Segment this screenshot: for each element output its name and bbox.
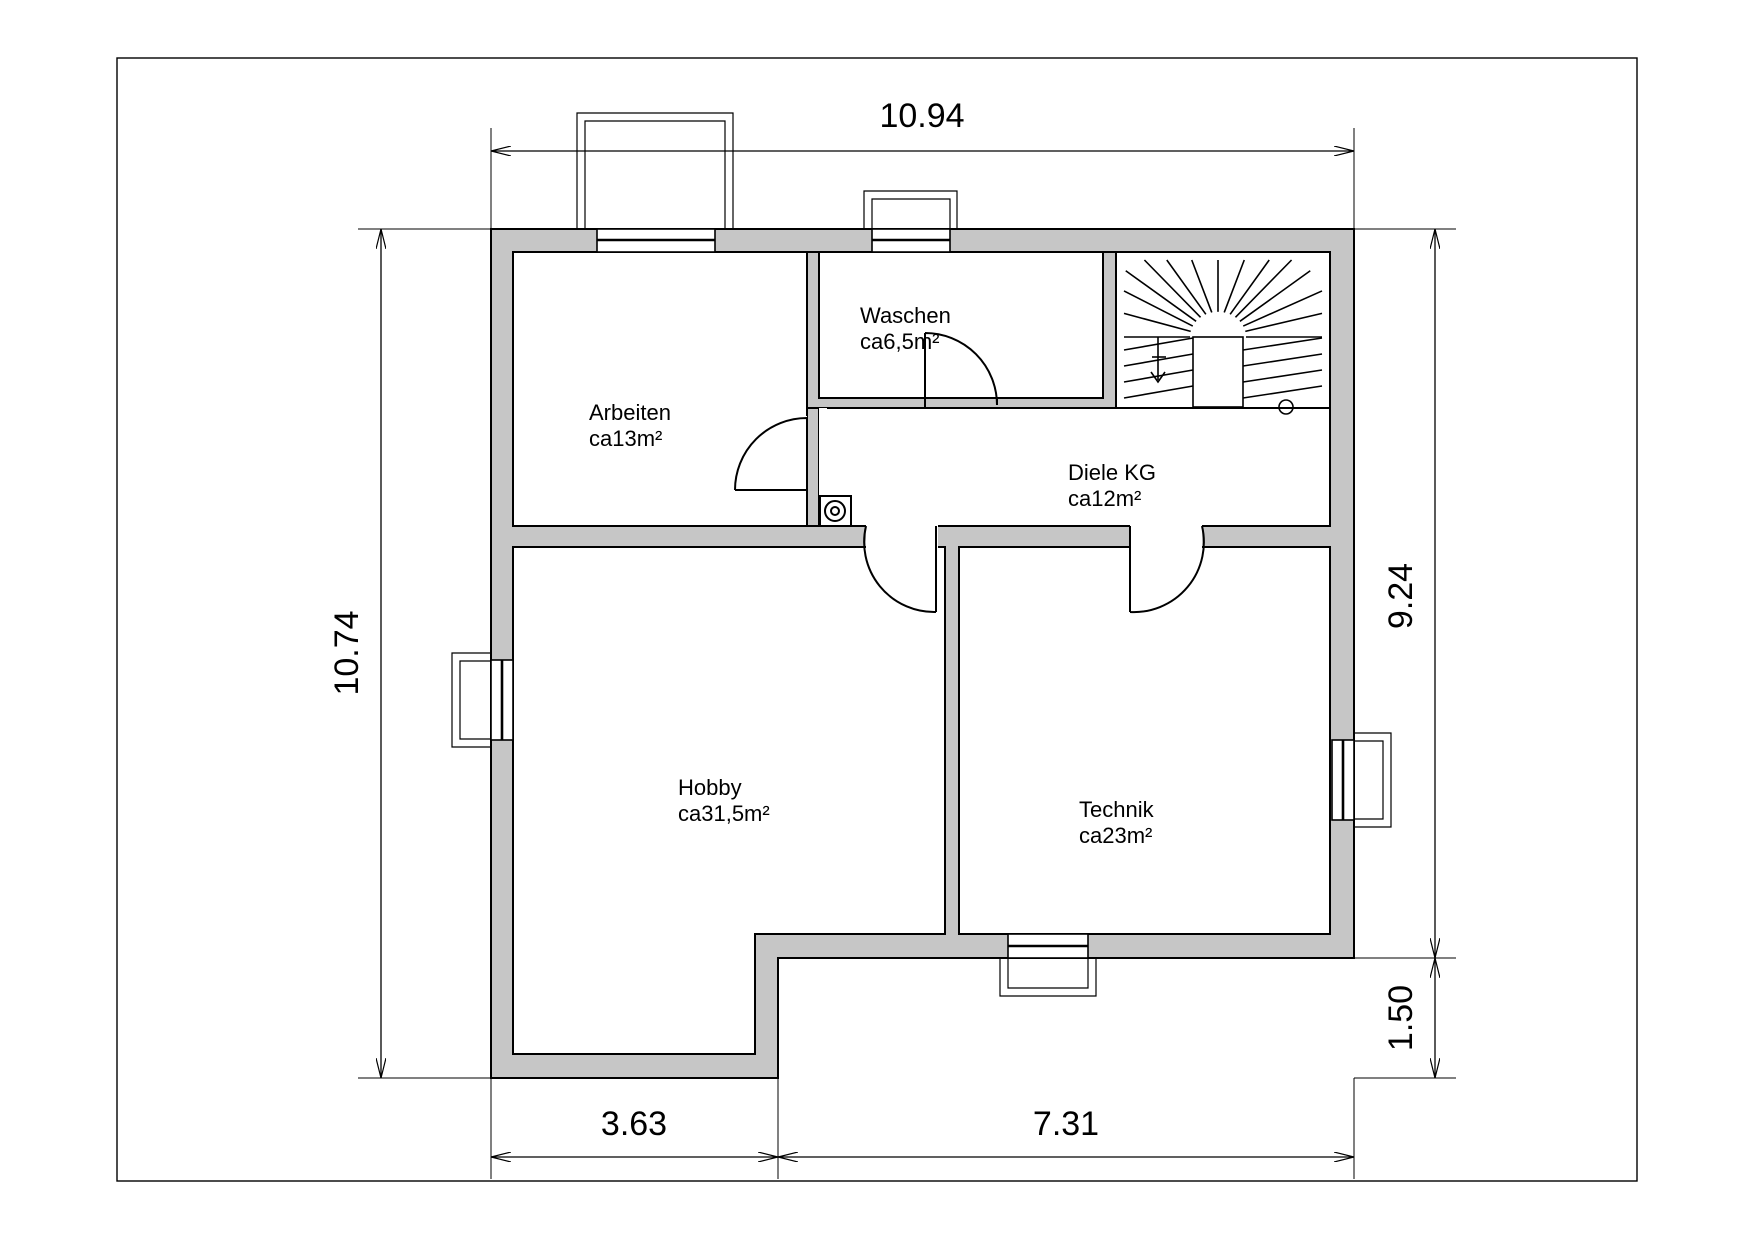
window-sill-top-arbeiten bbox=[576, 112, 734, 229]
dim-left-total: 10.74 bbox=[328, 610, 366, 695]
room-technik bbox=[958, 546, 1331, 935]
stair-tread bbox=[1125, 270, 1197, 322]
room-waschen bbox=[818, 251, 1104, 399]
stair-tread bbox=[1190, 259, 1213, 313]
room-name-arbeiten: Arbeiten bbox=[589, 400, 671, 425]
dim-right-lower: 1.50 bbox=[1382, 985, 1420, 1051]
room-name-diele-kg: Diele KG bbox=[1068, 460, 1156, 485]
dim-bottom-left: 3.63 bbox=[601, 1105, 667, 1143]
drawing-frame bbox=[116, 57, 1638, 1182]
stair-tread bbox=[1242, 337, 1323, 351]
staircase-box bbox=[1115, 251, 1331, 409]
stair-tread bbox=[1242, 290, 1323, 327]
flue-inner-icon bbox=[830, 506, 840, 516]
door-technik[interactable] bbox=[1129, 525, 1205, 614]
dim-bottom-right: 7.31 bbox=[1033, 1105, 1099, 1143]
door-waschen[interactable] bbox=[924, 332, 998, 408]
dim-right-upper: 9.24 bbox=[1382, 563, 1420, 629]
room-name-hobby: Hobby bbox=[678, 775, 742, 800]
window-sill-left-hobby bbox=[451, 652, 491, 748]
staircase-icon bbox=[1123, 259, 1323, 415]
stair-tread bbox=[1234, 259, 1293, 318]
room-area-technik: ca23m² bbox=[1079, 823, 1152, 848]
hall-connector bbox=[819, 408, 827, 526]
wall-stub-arbeiten bbox=[806, 407, 820, 527]
door-opening-technik bbox=[1130, 522, 1202, 552]
stair-tread bbox=[1123, 385, 1194, 399]
stair-tread bbox=[1242, 369, 1323, 383]
room-area-arbeiten: ca13m² bbox=[589, 426, 662, 451]
flue-outer-icon bbox=[824, 500, 846, 522]
room-area-hobby: ca31,5m² bbox=[678, 801, 770, 826]
window-sill-bottom-technik bbox=[999, 958, 1097, 997]
door-hobby[interactable] bbox=[863, 525, 937, 614]
room-area-diele-kg: ca12m² bbox=[1068, 486, 1141, 511]
window-sill-top-waschen bbox=[863, 190, 958, 229]
room-area-waschen: ca6,5m² bbox=[860, 329, 939, 354]
stair-tread bbox=[1239, 270, 1311, 322]
stair-tread bbox=[1166, 259, 1207, 315]
stair-tread bbox=[1123, 290, 1194, 327]
room-name-technik: Technik bbox=[1079, 797, 1155, 822]
stair-tread bbox=[1245, 312, 1323, 333]
door-arbeiten[interactable] bbox=[734, 417, 808, 491]
dim-top-total: 10.94 bbox=[879, 97, 964, 135]
room-hobby bbox=[512, 546, 946, 1055]
stair-tread bbox=[1223, 259, 1246, 313]
stair-tread bbox=[1229, 259, 1270, 315]
window-sill-right-technik bbox=[1354, 732, 1392, 828]
stair-tread bbox=[1242, 353, 1323, 367]
stair-tread bbox=[1242, 385, 1323, 399]
door-opening-hobby bbox=[866, 522, 938, 552]
room-name-waschen: Waschen bbox=[860, 303, 951, 328]
stair-tread bbox=[1123, 312, 1191, 333]
stair-tread bbox=[1143, 259, 1202, 318]
